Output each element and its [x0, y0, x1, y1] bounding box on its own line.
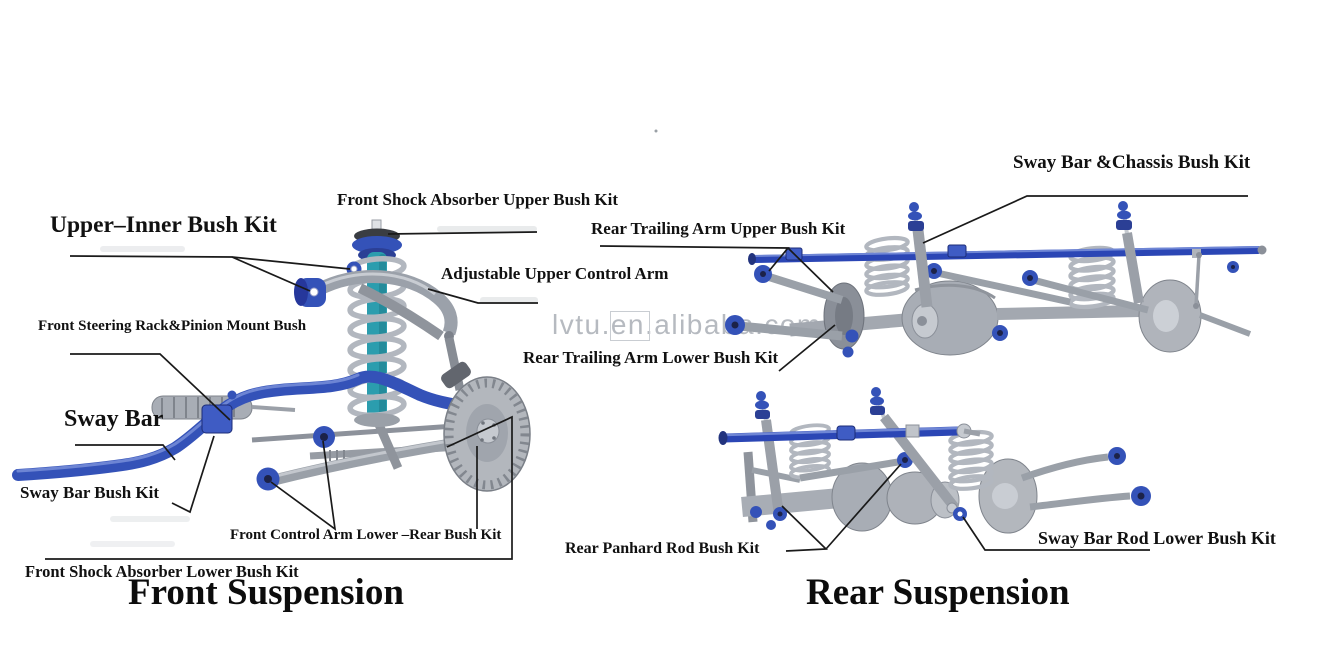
leader-adjustable-arm	[427, 288, 538, 304]
rear-coil-spring-left	[866, 236, 909, 297]
front-lower-arm-bushing-rear	[313, 426, 335, 448]
upper-arm-inner-bushing	[294, 278, 326, 307]
leader-sway-bar	[75, 444, 176, 461]
label-upper-inner-bush-kit: Upper–Inner Bush Kit	[50, 212, 277, 238]
sway-bar-end-link	[227, 390, 237, 400]
rear-lower-trailing-arm-upper	[1020, 447, 1126, 482]
rear-lower-trailing-arm-lower	[1029, 486, 1151, 511]
label-sway-bar-bush-kit: Sway Bar Bush Kit	[20, 483, 160, 502]
leader-sway-bar-chassis	[922, 195, 1248, 244]
label-rear-trailing-arm-upper: Rear Trailing Arm Upper Bush Kit	[591, 219, 846, 238]
leader-front-shock-lower	[45, 415, 513, 560]
leader-sway-bar-bush	[171, 435, 215, 514]
rear-axle-bushing	[992, 325, 1008, 341]
leader-front-shock-upper	[387, 231, 538, 235]
rear-axle-tube-right	[996, 305, 1141, 320]
lower-bracket-bushing-a	[750, 506, 762, 518]
sway-bar-bracket-bushing	[201, 404, 233, 434]
watermark-box	[610, 311, 650, 341]
rear-shock-left	[908, 202, 933, 308]
label-rear-panhard-rod: Rear Panhard Rod Bush Kit	[565, 540, 760, 557]
leader-panhard-a	[781, 505, 828, 552]
speck	[654, 129, 658, 133]
label-front-shock-absorber-lower: Front Shock Absorber Lower Bush Kit	[25, 562, 299, 581]
front-suspension-illustration	[12, 219, 531, 492]
label-rear-trailing-arm-lower: Rear Trailing Arm Lower Bush Kit	[523, 348, 779, 367]
rear-suspension-title: Rear Suspension	[806, 572, 1070, 613]
leader-control-arm-lower-a	[270, 440, 337, 531]
rear-right-disc	[1138, 279, 1202, 353]
watermark-remnants	[90, 226, 538, 547]
label-front-steering-rack: Front Steering Rack&Pinion Mount Bush	[38, 318, 307, 334]
rear-suspension-upper-illustration	[725, 201, 1267, 358]
label-adjustable-upper-control-arm: Adjustable Upper Control Arm	[441, 264, 669, 283]
rear-shock-right	[1116, 201, 1144, 304]
rear-sway-bar-link	[1193, 252, 1239, 309]
leader-sway-rod-lower	[962, 516, 1150, 551]
hub-bushing-a	[845, 329, 859, 343]
label-sway-bar-chassis-bush-kit: Sway Bar &Chassis Bush Kit	[1013, 152, 1251, 173]
label-sway-bar: Sway Bar	[64, 406, 164, 432]
rear-trailing-arm-upper	[754, 265, 844, 304]
rear-differential	[901, 280, 999, 356]
label-sway-bar-rod-lower: Sway Bar Rod Lower Bush Kit	[1038, 528, 1276, 548]
front-brake-disc	[443, 376, 531, 492]
label-front-control-arm-lower-rear: Front Control Arm Lower –Rear Bush Kit	[230, 527, 502, 543]
strut-top-mount-bushing	[352, 236, 402, 254]
strut-lower-tube	[372, 418, 403, 470]
label-front-shock-absorber-upper: Front Shock Absorber Upper Bush Kit	[337, 190, 619, 209]
front-lower-arm-highlight	[271, 437, 462, 479]
leader-upper-inner-a	[69, 255, 351, 270]
rear-sway-bar	[748, 244, 1267, 265]
rear-upper-control-arms	[926, 263, 1252, 337]
leader-trailing-lower	[778, 324, 836, 372]
front-suspension-title: Front Suspension	[128, 572, 404, 613]
leader-trailing-upper-b	[787, 247, 834, 293]
brake-caliper	[441, 361, 471, 389]
leader-lines	[45, 195, 1248, 560]
spring-seat	[354, 413, 400, 427]
rear-suspension-lower-illustration	[718, 387, 1151, 534]
leader-steering-rack	[70, 353, 231, 421]
front-lower-control-arm	[268, 436, 464, 487]
rear-panhard-rod	[718, 423, 981, 445]
disc-vent-slots	[444, 378, 530, 490]
front-sway-bar	[12, 370, 469, 481]
hub-bushing-b	[842, 346, 854, 358]
front-lower-arm-bushing-front	[256, 467, 280, 491]
lower-bracket-bushing-b	[766, 520, 776, 530]
leader-panhard-b	[825, 463, 902, 550]
leader-upper-inner-b	[231, 256, 311, 292]
watermark-text: lvtu.en.alibaba.com	[552, 309, 822, 340]
front-tie-rod	[251, 423, 456, 443]
